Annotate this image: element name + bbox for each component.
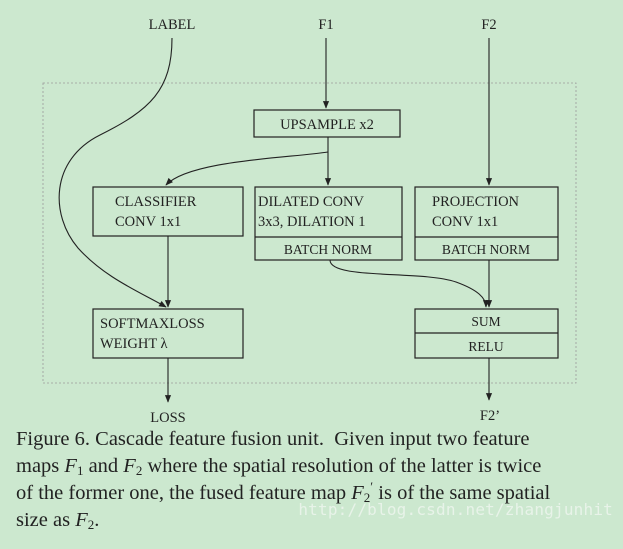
caption-text: is of the same spatial xyxy=(373,482,551,504)
projection-label-line1: PROJECTION xyxy=(432,194,520,210)
caption-text: maps xyxy=(16,455,65,477)
cascade-fusion-diagram: LABEL F1 F2 UPSAMPLE x2 CLASSIFIER CONV … xyxy=(42,17,577,426)
caption-text: . xyxy=(94,509,100,531)
classifier-label-line2: CONV 1x1 xyxy=(115,214,181,230)
dilated-conv-box xyxy=(254,186,403,261)
f1-input-text: F1 xyxy=(318,17,333,33)
projection-box xyxy=(414,186,559,261)
math-f2: F xyxy=(123,455,136,477)
caption-text: of the former one, the fused feature map xyxy=(16,482,352,504)
caption-line-2: maps F1 and F2 where the spatial resolut… xyxy=(16,453,608,480)
dilated-conv-label-line2: 3x3, DILATION 1 xyxy=(258,214,366,230)
caption-line1-rest: Given input two feature xyxy=(334,428,530,450)
caption-text: where the spatial resolution of the latt… xyxy=(142,455,542,477)
caption-line-4: size as F2. xyxy=(16,507,608,534)
f2-output-text: F2’ xyxy=(480,408,500,424)
label-input-text: LABEL xyxy=(149,17,196,33)
f2-input-text: F2 xyxy=(481,17,496,33)
projection-batchnorm-label: BATCH NORM xyxy=(442,242,530,257)
dilated-conv-label-line1: DILATED CONV xyxy=(258,194,364,210)
classifier-label-line1: CLASSIFIER xyxy=(115,194,197,210)
relu-label: RELU xyxy=(468,339,503,354)
upsample-box xyxy=(253,109,401,138)
caption-text: size as xyxy=(16,509,76,531)
math-f2-final: F xyxy=(75,509,88,531)
math-subscript: 2 xyxy=(87,517,95,532)
softmax-label-line1: SOFTMAXLOSS xyxy=(100,316,205,332)
caption-title: Cascade feature fusion unit. xyxy=(95,428,324,450)
projection-label-line2: CONV 1x1 xyxy=(432,214,498,230)
watermark-text: http://blog.csdn.net/zhangjunhit xyxy=(298,500,613,519)
unit-boundary-frame xyxy=(42,82,577,384)
math-subscript: 1 xyxy=(76,463,84,478)
dilated-batchnorm-label: BATCH NORM xyxy=(284,242,372,257)
math-subscript: 2 xyxy=(135,463,143,478)
math-subscript: 2 xyxy=(363,490,371,505)
math-symbol: F xyxy=(75,509,88,531)
math-f2-prime: F xyxy=(351,482,364,504)
caption-text: and xyxy=(83,455,124,477)
softmax-label-line2: WEIGHT λ xyxy=(100,336,168,352)
caption-line-1: Figure 6. Cascade feature fusion unit. G… xyxy=(16,426,608,453)
math-symbol: F xyxy=(64,455,77,477)
upsample-label: UPSAMPLE x2 xyxy=(280,117,374,133)
math-f1: F xyxy=(64,455,77,477)
sum-label: SUM xyxy=(471,314,500,329)
math-symbol: F xyxy=(123,455,136,477)
edge-dilated-to-sum xyxy=(329,259,490,308)
figure-caption: Figure 6. Cascade feature fusion unit. G… xyxy=(16,426,608,534)
caption-line-3: of the former one, the fused feature map… xyxy=(16,480,608,507)
math-prime: ′ xyxy=(370,479,374,495)
caption-figure-label: Figure 6. xyxy=(16,428,91,450)
loss-output-text: LOSS xyxy=(150,410,185,426)
edge-label-to-softmax xyxy=(58,37,173,308)
edge-upsample-to-classifier xyxy=(165,151,329,186)
math-symbol: F xyxy=(351,482,364,504)
